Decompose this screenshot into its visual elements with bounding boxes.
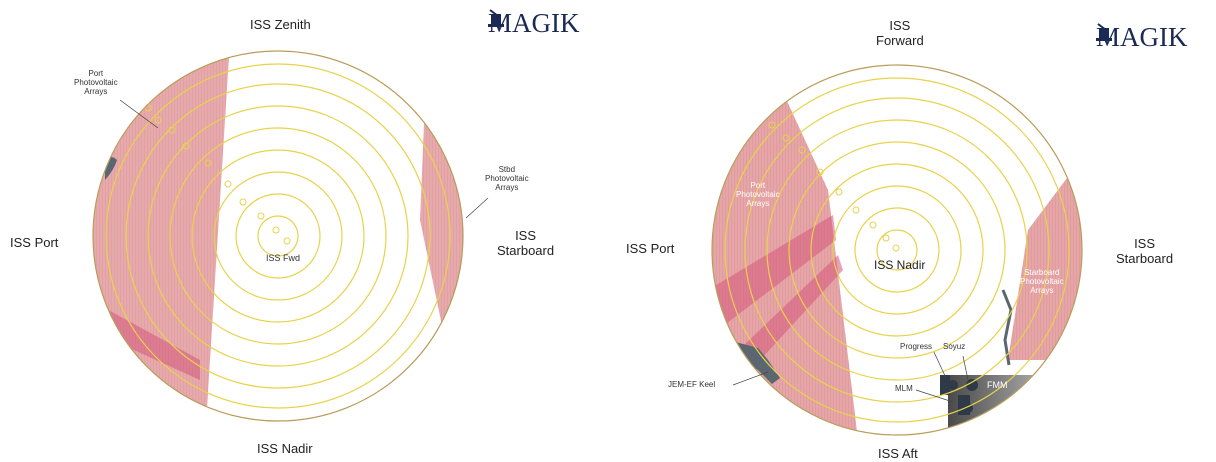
right-structure-truss <box>1001 289 1013 366</box>
right-mlm-label: MLM <box>895 384 913 393</box>
right-starboard-arrays-line3: Arrays <box>1030 286 1054 295</box>
right-panel: ISS Forward ISS Port ISS Starboard ISS A… <box>608 0 1216 462</box>
right-top-label: ISS Forward <box>876 18 924 48</box>
right-soyuz-leader <box>962 355 969 381</box>
right-starboard-arrays-line1: Starboard <box>1024 268 1060 277</box>
right-bottom-label: ISS Aft <box>878 446 918 461</box>
left-dome-view <box>92 50 489 422</box>
left-port-label: ISS Port <box>10 235 59 250</box>
left-port-array-region <box>93 51 230 421</box>
left-port-array-band <box>93 300 200 380</box>
right-starboard-line2: Starboard <box>1116 251 1174 266</box>
right-port-arrays-line3: Arrays <box>746 199 770 208</box>
right-top-line2: Forward <box>876 33 924 48</box>
magician-hat-icon <box>488 9 504 27</box>
left-port-leader <box>119 99 159 129</box>
left-elevation-rings <box>105 63 451 409</box>
right-jem-label: JEM-EF Keel <box>668 380 716 389</box>
left-port-arrays-line2: Photovoltaic <box>74 78 118 87</box>
right-center-label: ISS Nadir <box>874 258 926 272</box>
left-top-label: ISS Zenith <box>250 17 311 32</box>
left-port-arrays-line1: Port <box>88 69 104 78</box>
left-stbd-arrays-label: Stbd Photovoltaic Arrays <box>485 165 529 192</box>
left-center-label: ISS Fwd <box>266 253 301 263</box>
right-port-array-band <box>712 215 836 330</box>
left-panel: ISS Zenith ISS Port ISS Starboard ISS Na… <box>10 8 580 456</box>
right-port-label: ISS Port <box>626 241 675 256</box>
right-port-arrays-line2: Photovoltaic <box>736 190 780 199</box>
right-soyuz-label: Soyuz <box>943 342 966 351</box>
right-logo-text: MAGIK <box>1096 22 1188 52</box>
left-port-arrays-label: Port Photovoltaic Arrays <box>74 69 118 96</box>
right-top-line1: ISS <box>889 18 911 33</box>
right-mlm-leader <box>915 389 954 403</box>
right-starboard-arrays-line2: Photovoltaic <box>1020 277 1064 286</box>
right-elevation-rings <box>724 77 1070 423</box>
right-fmm-label: FMM <box>987 380 1008 390</box>
right-docked-vehicles <box>940 375 978 415</box>
right-progress-leader <box>933 351 947 379</box>
left-port-arrays-line3: Arrays <box>84 87 108 96</box>
right-logo: MAGIK <box>1096 22 1188 53</box>
right-track-markers <box>768 121 900 252</box>
left-starboard-line1: ISS <box>515 228 537 243</box>
left-stbd-arrays-line3: Arrays <box>495 183 519 192</box>
left-logo-text: MAGIK <box>488 8 580 38</box>
left-stbd-arrays-line2: Photovoltaic <box>485 174 529 183</box>
right-dome-view <box>711 64 1083 436</box>
left-stbd-arrays-line1: Stbd <box>498 165 516 174</box>
right-starboard-arrays-label: Starboard Photovoltaic Arrays <box>1020 268 1064 295</box>
right-jem-leader <box>732 371 769 386</box>
right-port-arrays-label: Port Photovoltaic Arrays <box>736 181 780 208</box>
left-stbd-leader <box>465 197 489 219</box>
right-port-arrays-line1: Port <box>750 181 766 190</box>
right-starboard-line1: ISS <box>1134 236 1156 251</box>
magician-hat-icon <box>1096 23 1112 41</box>
left-starboard-line2: Starboard <box>497 243 555 258</box>
right-progress-label: Progress <box>900 342 933 351</box>
right-starboard-array-region <box>1008 150 1082 360</box>
left-logo: MAGIK <box>488 8 580 39</box>
left-bottom-label: ISS Nadir <box>257 441 313 456</box>
right-starboard-label: ISS Starboard <box>1116 236 1173 266</box>
left-starboard-label: ISS Starboard <box>497 228 554 258</box>
